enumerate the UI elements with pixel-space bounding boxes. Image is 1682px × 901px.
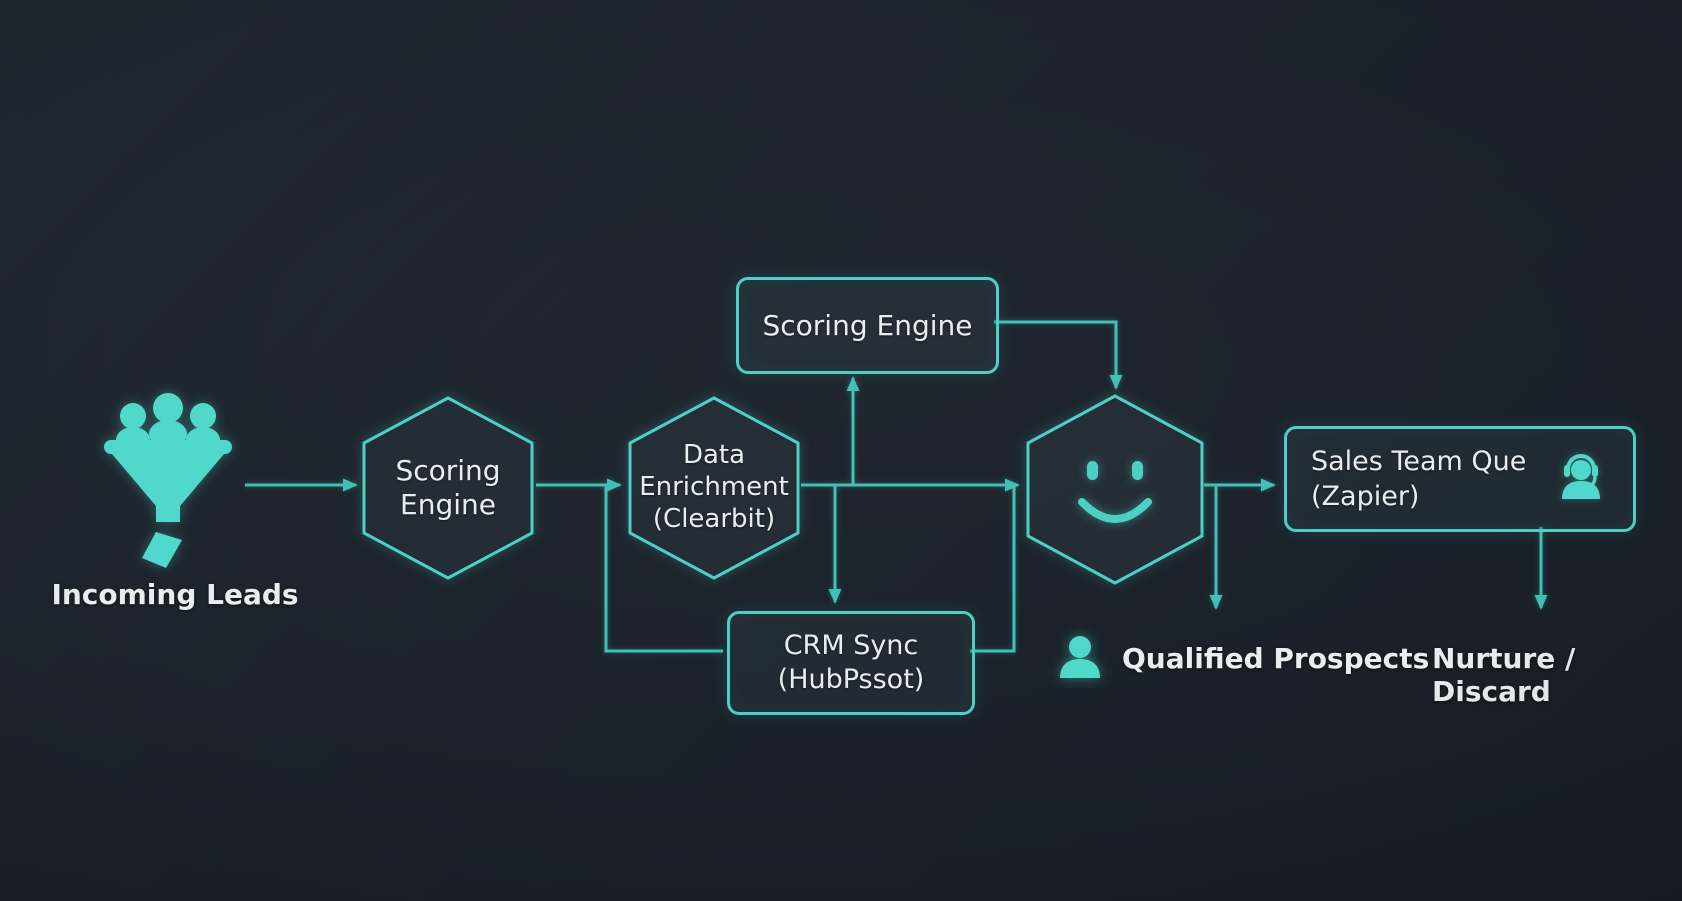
smiley-left-eye [1087,461,1098,480]
hexagon-nodes [362,394,1204,585]
nurture-discard-label: Nurture / Discard [1432,642,1576,708]
qualified-prospects-label: Qualified Prospects [1122,641,1430,675]
crm-sync-box: CRM Sync (HubPssot) [727,611,975,715]
connector-scoring-to-crm-sync [604,486,723,653]
incoming-leads-label: Incoming Leads [51,578,299,611]
headset-agent-icon [1553,449,1609,509]
leads-funnel-icon [100,392,236,576]
connectors [245,320,1548,653]
qualified-prospects: Qualified Prospects [1054,630,1429,686]
funnel-person-right [190,403,216,429]
leads-funnel-icon-svg [104,393,232,568]
smiley-right-eye [1132,461,1143,480]
connector-crm-sync-to-qualification [970,487,1016,653]
crm-sync-box-label: CRM Sync (HubPssot) [777,630,925,695]
funnel-person-center [153,393,183,423]
sales-team-box: Sales Team Que (Zapier) [1284,426,1636,532]
data-enrichment-hexagon [628,396,800,580]
scoring-engine-hexagon [362,396,534,580]
connector-scoring-box-to-qualification [994,320,1123,390]
person-icon [1054,630,1106,686]
funnel-person-left [120,403,146,429]
scoring-engine-box: Scoring Engine [736,277,999,374]
smiley-face-icon [1078,461,1152,523]
sales-team-box-label: Sales Team Que (Zapier) [1311,445,1527,512]
scoring-engine-box-label: Scoring Engine [762,309,973,342]
smiley-mouth [1078,498,1152,523]
qualification-hexagon [1026,394,1204,585]
